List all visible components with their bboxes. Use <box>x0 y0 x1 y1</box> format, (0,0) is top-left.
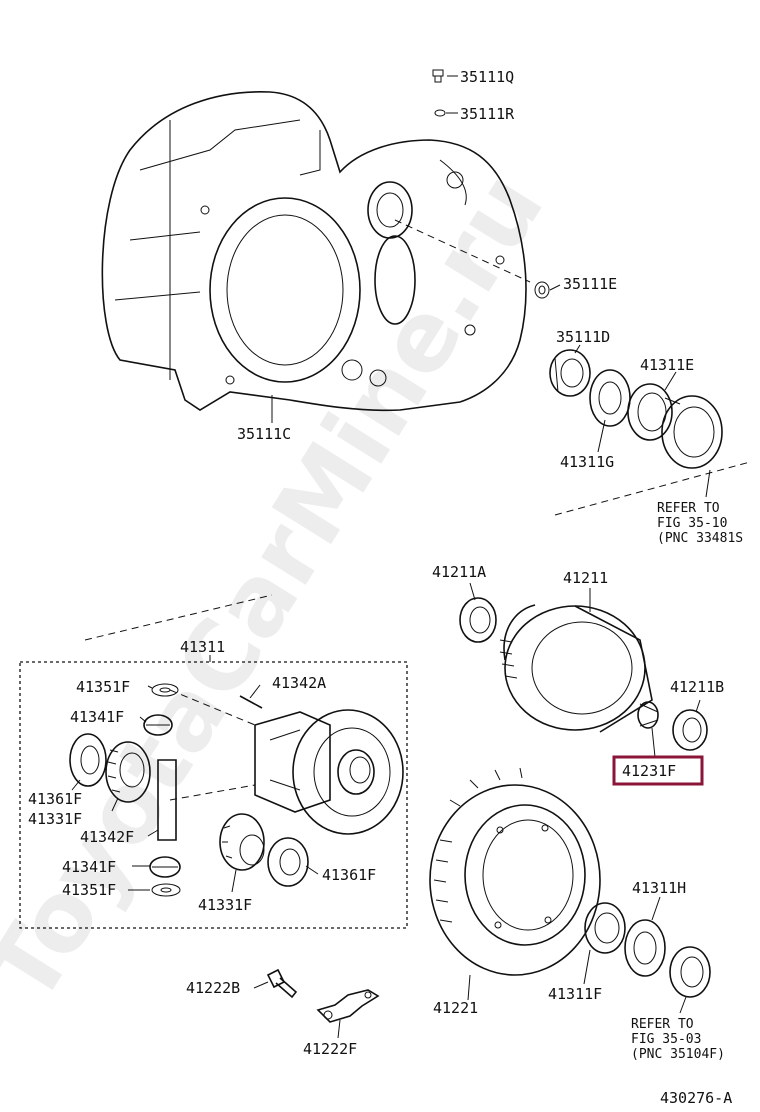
label-41211A: 41211A <box>432 563 486 581</box>
pinion-41341F-top <box>143 714 173 736</box>
label-41211B: 41211B <box>670 678 724 696</box>
washer-41361F-bottom <box>267 837 309 887</box>
lock-plate-41222F <box>316 989 380 1023</box>
label-41341F-bottom: 41341F <box>62 858 116 876</box>
bolt-41222B <box>266 968 298 999</box>
side-gear-41331F-bottom <box>219 813 265 871</box>
seal-35111E <box>534 281 550 299</box>
washer-41351F-bottom <box>151 883 181 897</box>
label-35111Q: 35111Q <box>460 68 514 86</box>
bearing-41211A <box>459 597 497 643</box>
shim-41311G <box>589 369 631 427</box>
label-41342F: 41342F <box>80 828 134 846</box>
drive-gear-41211 <box>499 604 653 733</box>
label-41361F-left: 41361F <box>28 790 82 808</box>
bearing-41211B <box>672 709 708 751</box>
washer-41361F-left <box>69 733 107 787</box>
label-41221: 41221 <box>433 999 478 1017</box>
label-35111C: 35111C <box>237 425 291 443</box>
axis-line-ref-upper <box>554 461 751 516</box>
label-41331F-bottom: 41331F <box>198 896 252 914</box>
label-35111R: 35111R <box>460 105 515 123</box>
transaxle-housing <box>101 91 527 412</box>
label-41331F-left: 41331F <box>28 810 82 828</box>
label-41222F: 41222F <box>303 1040 357 1058</box>
pin-41342A <box>239 695 263 709</box>
axis-line-upper <box>394 219 531 283</box>
axis-line-box-ref <box>84 594 273 641</box>
bearing-41311F <box>584 902 626 954</box>
pin-35111R <box>434 109 446 117</box>
sleeve-41231F <box>637 701 659 729</box>
pinion-41341F-bottom <box>149 856 181 878</box>
oil-seal-35111D <box>549 349 591 397</box>
ref-bottom-line3: (PNC 35104F) <box>631 1047 725 1062</box>
ref-bottom-line1: REFER TO <box>631 1017 694 1032</box>
differential-case-41311 <box>254 709 404 835</box>
label-41311G: 41311G <box>560 453 614 471</box>
ref-top-line2: FIG 35-10 <box>657 516 727 531</box>
figure-code: 430276-A <box>660 1089 732 1107</box>
shaft-41342F <box>157 759 177 841</box>
side-gear-41331F-left <box>105 741 151 803</box>
label-35111E: 35111E <box>563 275 617 293</box>
label-41351F-bottom: 41351F <box>62 881 116 899</box>
label-41211: 41211 <box>563 569 608 587</box>
label-41342A: 41342A <box>272 674 326 692</box>
oil-seal-bottom <box>669 946 711 998</box>
highlight-box-41231F <box>612 755 704 786</box>
label-35111D: 35111D <box>556 328 610 346</box>
label-41222B: 41222B <box>186 979 240 997</box>
label-41311H: 41311H <box>632 879 686 897</box>
label-41361F-bottom: 41361F <box>322 866 376 884</box>
ring-gear-41221 <box>429 767 601 976</box>
label-41311E: 41311E <box>640 356 694 374</box>
shim-41311H <box>624 919 666 977</box>
differential-assembly-box <box>19 661 408 929</box>
ref-top-line3: (PNC 33481S <box>657 531 743 546</box>
ref-top-line1: REFER TO <box>657 501 720 516</box>
bolt-35111Q <box>432 69 444 83</box>
bearing-41311E <box>627 383 723 469</box>
label-41311: 41311 <box>180 638 225 656</box>
label-41341F-top: 41341F <box>70 708 124 726</box>
label-41311F: 41311F <box>548 985 602 1003</box>
label-41351F-top: 41351F <box>76 678 130 696</box>
label-41231F[interactable]: 41231F <box>622 762 676 780</box>
ref-bottom-line2: FIG 35-03 <box>631 1032 701 1047</box>
